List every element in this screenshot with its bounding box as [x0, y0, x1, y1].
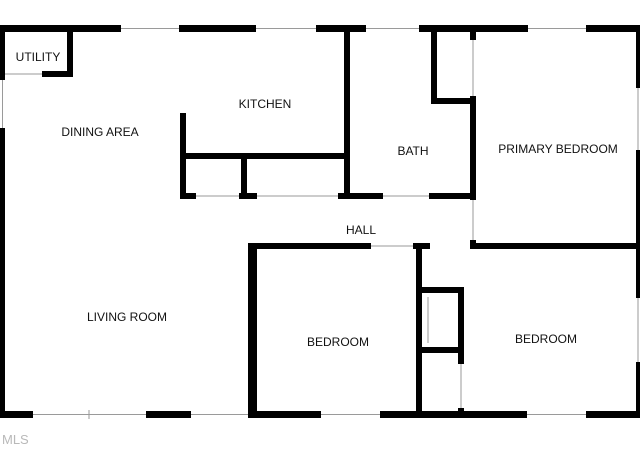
wall-kitchen-divider — [241, 153, 247, 199]
openings — [0, 24, 640, 419]
room-label-bath: BATH — [397, 144, 428, 158]
room-label-living-room: LIVING ROOM — [87, 310, 167, 324]
wall-bottom — [0, 411, 640, 418]
room-label-kitchen: KITCHEN — [239, 97, 292, 111]
wall-kitchen-counter — [180, 153, 350, 159]
wall-bath-closet-bottom — [431, 98, 476, 104]
wall-right — [636, 25, 640, 418]
room-label-hall: HALL — [346, 223, 376, 237]
wall-bedroom-divider — [416, 243, 422, 415]
wall-kitchen-bath — [344, 28, 350, 199]
wall-closet-mid — [416, 347, 463, 353]
room-label-utility: UTILITY — [16, 50, 61, 64]
room-labels: UTILITY KITCHEN DINING AREA BATH PRIMARY… — [16, 50, 618, 349]
window-left — [0, 80, 7, 128]
wall-left — [0, 25, 5, 418]
room-label-dining-area: DINING AREA — [61, 125, 138, 139]
room-label-bedroom-center: BEDROOM — [307, 335, 369, 349]
wall-primary-bottom — [470, 243, 640, 249]
wall-primary-left — [470, 28, 476, 249]
wall-bedroom-top — [252, 243, 430, 249]
wall-closet-top — [416, 287, 463, 293]
wall-utility-right — [67, 28, 73, 77]
wall-top — [0, 25, 640, 32]
mls-watermark: MLS — [2, 432, 29, 447]
wall-closet-right — [458, 287, 464, 413]
room-label-primary-bedroom: PRIMARY BEDROOM — [498, 142, 618, 156]
wall-utility-bottom — [42, 71, 73, 77]
wall-bath-closet-left — [431, 28, 437, 104]
room-label-bedroom-right: BEDROOM — [515, 332, 577, 346]
walls — [0, 25, 640, 418]
wall-living-bedroom — [248, 243, 257, 415]
